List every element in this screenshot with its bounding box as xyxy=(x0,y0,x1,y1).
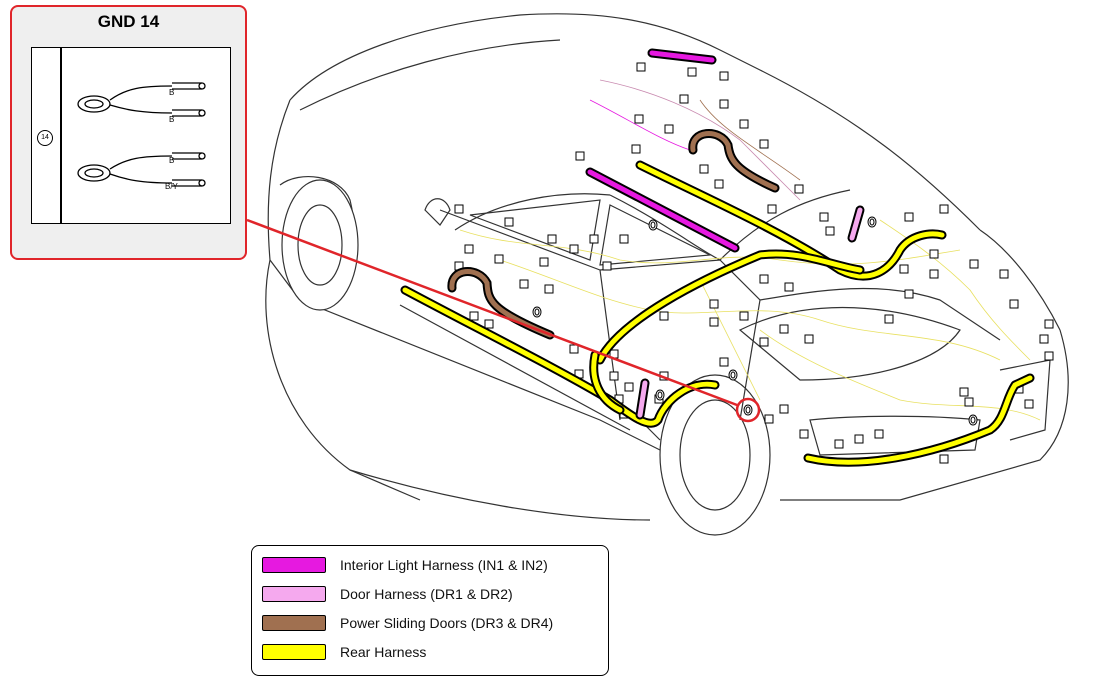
wire-color-label: B/Y xyxy=(165,182,178,191)
wire-color-label: B xyxy=(169,115,175,124)
ground-terminal-icons xyxy=(77,82,206,187)
rear-harness xyxy=(400,160,1035,467)
legend-item-interior-light: Interior Light Harness (IN1 & IN2) xyxy=(262,554,548,576)
legend-item-power-sliding-doors: Power Sliding Doors (DR3 & DR4) xyxy=(262,612,553,634)
legend-item-rear: Rear Harness xyxy=(262,641,426,663)
ring-terminal-icon xyxy=(77,164,111,182)
legend-label: Interior Light Harness (IN1 & IN2) xyxy=(340,557,548,573)
wire-color-label: B xyxy=(169,156,175,165)
callout-title: GND 14 xyxy=(97,12,160,31)
legend-swatch xyxy=(262,586,326,602)
legend-swatch xyxy=(262,644,326,660)
legend-label: Rear Harness xyxy=(340,644,427,660)
gnd14-callout: GND 14 14 xyxy=(10,5,247,260)
gnd14-callout-leader xyxy=(246,218,761,423)
legend-item-door: Door Harness (DR1 & DR2) xyxy=(262,583,513,605)
legend-label: Power Sliding Doors (DR3 & DR4) xyxy=(340,615,554,631)
detail-divider xyxy=(60,48,62,223)
interior-light-harness xyxy=(585,48,740,253)
harness-legend: Interior Light Harness (IN1 & IN2) Door … xyxy=(251,545,609,676)
legend-label: Door Harness (DR1 & DR2) xyxy=(340,586,513,602)
ground-terminal-detail: 14 B B xyxy=(31,47,231,224)
power-sliding-doors-harness xyxy=(447,129,780,340)
legend-swatch xyxy=(262,615,326,631)
thin-wire-network xyxy=(459,79,1041,421)
wire-color-label: B xyxy=(169,88,175,97)
door-harness xyxy=(635,205,865,420)
ground-terminals xyxy=(532,216,978,426)
legend-swatch xyxy=(262,557,326,573)
ground-number-badge: 14 xyxy=(37,130,53,146)
ring-terminal-icon xyxy=(77,95,111,113)
car-body xyxy=(265,13,1069,536)
